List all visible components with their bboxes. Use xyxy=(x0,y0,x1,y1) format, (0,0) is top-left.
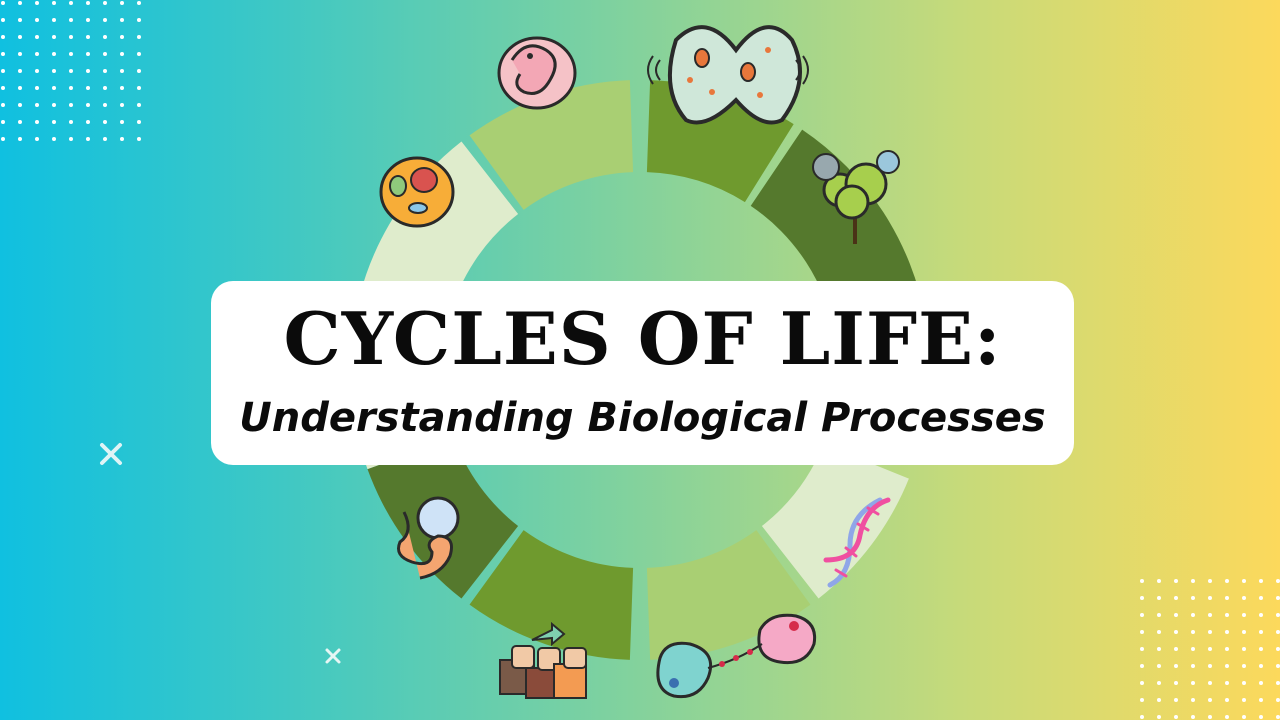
digestive-system-icon xyxy=(397,496,460,580)
slide-subtitle: Understanding Biological Processes xyxy=(239,395,1046,441)
ring-segment xyxy=(469,530,634,660)
human-evolution-icon xyxy=(499,621,587,699)
ring-segment xyxy=(469,80,634,210)
dot-grid-top-left xyxy=(0,0,150,146)
title-card: CYCLES OF LIFE: Understanding Biological… xyxy=(211,281,1074,465)
cross-mark-small-icon xyxy=(325,648,341,664)
cell-signaling-icon xyxy=(656,613,817,699)
ring-segment xyxy=(359,141,519,319)
animal-cell-icon xyxy=(379,156,455,228)
dna-helix-icon xyxy=(823,497,891,588)
dot-grid-bottom-right xyxy=(1136,572,1280,720)
photosynthesis-tree-icon xyxy=(812,150,900,244)
cell-division-icon xyxy=(647,25,809,125)
cross-mark-icon xyxy=(100,443,122,465)
ring-segment xyxy=(761,444,909,599)
embryo-icon xyxy=(497,36,577,110)
slide-title: CYCLES OF LIFE: xyxy=(283,296,1002,381)
